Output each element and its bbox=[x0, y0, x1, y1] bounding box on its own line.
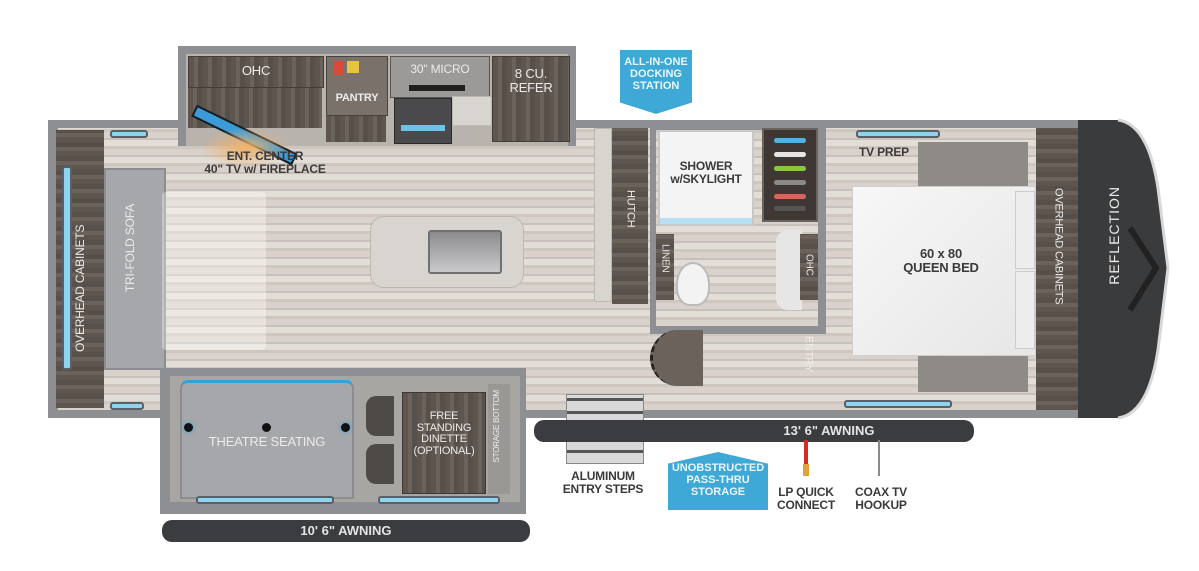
queen-bed: 60 x 80 QUEEN BED bbox=[852, 186, 1036, 356]
kitchen-counter bbox=[452, 96, 492, 126]
lp-connector-icon bbox=[803, 464, 809, 476]
range-oven bbox=[394, 98, 452, 144]
coax-line-icon bbox=[878, 440, 880, 476]
front-overhead-cabinets: OVERHEAD CABINETS bbox=[1036, 128, 1082, 410]
awning-10-6: 10' 6" AWNING bbox=[162, 520, 530, 542]
shoe-icon bbox=[774, 206, 806, 211]
pantry-drawer bbox=[326, 116, 386, 142]
side-window-bottom bbox=[110, 402, 144, 410]
storage-bottom-cabinet: STORAGE BOTTOM bbox=[488, 384, 510, 494]
coax-tv-label: COAX TV HOOKUP bbox=[855, 485, 907, 512]
dinette-chair bbox=[366, 396, 394, 436]
microwave-door-icon bbox=[409, 85, 465, 91]
side-window-top bbox=[110, 130, 148, 138]
dinette-label: FREE STANDING DINETTE (OPTIONAL) bbox=[413, 410, 475, 457]
shower-label: SHOWER w/SKYLIGHT bbox=[670, 159, 742, 186]
pantry: PANTRY bbox=[326, 56, 388, 116]
hutch-counter bbox=[594, 128, 612, 302]
bath-vanity bbox=[776, 230, 802, 310]
theatre-seating: THEATRE SEATING bbox=[180, 380, 354, 499]
fireplace-glow bbox=[200, 128, 290, 168]
awning-13-6: 13' 6" AWNING bbox=[534, 420, 974, 442]
bath-ohc: OHC bbox=[800, 234, 818, 300]
bath-door bbox=[650, 330, 703, 386]
bedroom-window-bottom bbox=[844, 400, 952, 408]
pantry-items-icon-2 bbox=[347, 61, 359, 73]
shower-tray bbox=[660, 218, 752, 224]
pillow-icon bbox=[1015, 271, 1035, 349]
linen-cabinet: LINEN bbox=[656, 234, 674, 300]
cupholder-icon bbox=[184, 423, 193, 432]
pass-thru-storage-callout: UNOBSTRUCTED PASS-THRU STORAGE bbox=[668, 452, 768, 510]
rug bbox=[162, 192, 266, 350]
entry-steps-label: ALUMINUM ENTRY STEPS bbox=[562, 469, 644, 496]
queen-bed-label: 60 x 80 QUEEN BED bbox=[903, 246, 979, 275]
nose-cap bbox=[1078, 118, 1170, 420]
sink-icon bbox=[428, 230, 502, 274]
bedroom-window-top bbox=[856, 130, 940, 138]
shoe-rack bbox=[762, 128, 818, 222]
docking-station-callout: ALL-IN-ONE DOCKING STATION bbox=[620, 50, 692, 114]
pantry-items-icon bbox=[333, 61, 343, 75]
cupholder-icon bbox=[341, 423, 350, 432]
shoe-icon bbox=[774, 166, 806, 171]
tri-fold-sofa: TRI-FOLD SOFA bbox=[104, 168, 166, 370]
burner-icons bbox=[401, 125, 445, 131]
free-standing-dinette: FREE STANDING DINETTE (OPTIONAL) bbox=[402, 392, 486, 494]
shoe-icon bbox=[774, 138, 806, 143]
entry-label: ENTRY bbox=[802, 336, 815, 373]
refrigerator-label: 8 CU. REFER bbox=[509, 66, 553, 95]
hutch: HUTCH bbox=[612, 128, 648, 304]
cupholder-icon bbox=[262, 423, 271, 432]
lp-quick-connect-label: LP QUICK CONNECT bbox=[777, 485, 835, 512]
toilet-icon bbox=[676, 262, 710, 306]
lp-line-icon bbox=[804, 440, 808, 466]
shoe-icon bbox=[774, 194, 806, 199]
microwave: 30" MICRO bbox=[390, 56, 490, 98]
slide-window-left bbox=[196, 496, 334, 504]
pillow-icon bbox=[1015, 191, 1035, 269]
ent-center-label: ENT. CENTER 40" TV w/ FIREPLACE bbox=[204, 149, 326, 176]
rear-window bbox=[62, 166, 72, 370]
shower: SHOWER w/SKYLIGHT bbox=[658, 130, 754, 226]
refrigerator: 8 CU. REFER bbox=[492, 56, 570, 142]
dinette-chair bbox=[366, 444, 394, 484]
shoe-icon bbox=[774, 152, 806, 157]
model-name-logo: REFLECTION bbox=[1106, 186, 1122, 285]
shoe-icon bbox=[774, 180, 806, 185]
rear-overhead-cabinets-label: OVERHEAD CABINETS bbox=[73, 224, 87, 352]
slide-window-right bbox=[378, 496, 500, 504]
tv-prep-label: TV PREP bbox=[859, 145, 909, 159]
ohc-cabinet: OHC bbox=[188, 56, 324, 88]
